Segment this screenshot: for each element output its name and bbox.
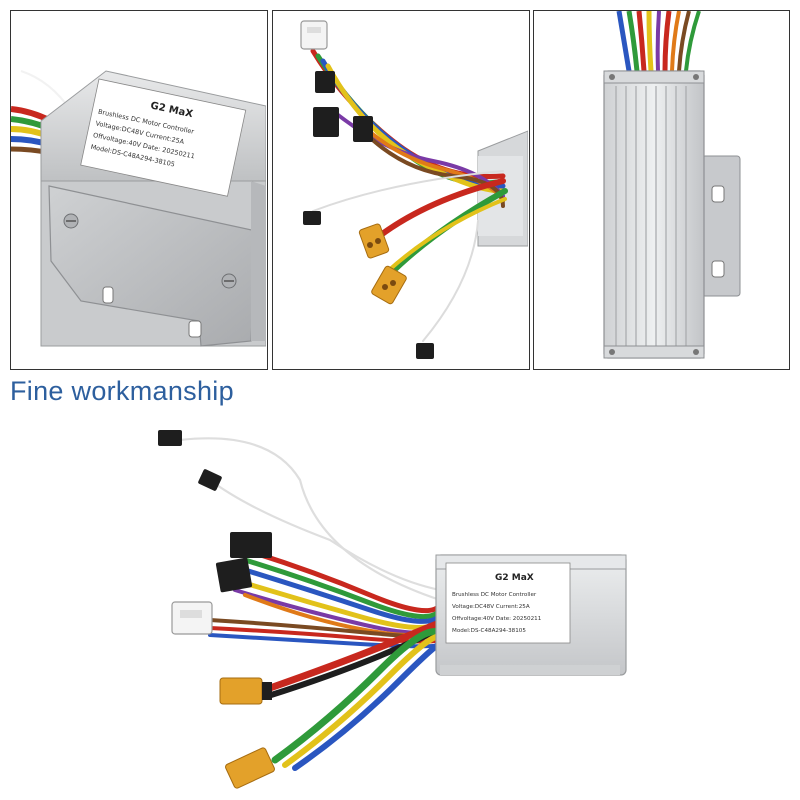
connectors-panel <box>272 10 530 370</box>
heatsink-body <box>603 70 705 359</box>
black-connector <box>215 557 253 593</box>
yellow-xt-connector <box>219 677 272 705</box>
heatsink-photo <box>603 11 741 359</box>
main-product-photo: G2 MaX Brushless DC Motor Controller Vol… <box>150 420 640 795</box>
black-connector <box>315 71 335 93</box>
yellow-xt-connector <box>371 265 407 305</box>
mounting-plate <box>701 155 741 297</box>
screw-icon <box>693 74 699 80</box>
white-connector <box>171 601 213 635</box>
label-line-3: Offvoltage:40V Date: 20250211 <box>452 616 542 622</box>
mount-slot <box>102 286 114 304</box>
screw-icon <box>693 349 699 355</box>
connectors-photo <box>300 20 528 359</box>
product-label: G2 MaX Brushless DC Motor Controller Vol… <box>80 78 247 197</box>
heatsink-panel <box>533 10 790 370</box>
label-title: G2 MaX <box>495 573 534 583</box>
wire-bundle <box>616 11 701 72</box>
headline: Fine workmanship <box>10 376 234 406</box>
black-connector <box>230 532 272 558</box>
small-black-connector <box>198 469 222 491</box>
signal-wires <box>179 437 441 602</box>
small-black-connector <box>303 211 321 225</box>
label-line-2: Voltage:DC48V Current:25A <box>452 604 530 610</box>
label-line-4: Model:DS-C48A294-38105 <box>452 628 526 634</box>
screw-icon <box>609 349 615 355</box>
wire-bundle <box>310 48 508 342</box>
screw-icon <box>609 74 615 80</box>
controller-with-wires: G2 MaX Brushless DC Motor Controller Vol… <box>158 430 627 789</box>
small-black-connector <box>416 343 434 359</box>
black-connector <box>313 107 339 137</box>
product-label: G2 MaX Brushless DC Motor Controller Vol… <box>445 562 571 644</box>
mount-slot <box>188 320 202 338</box>
label-closeup-panel: G2 MaX Brushless DC Motor Controller Vol… <box>10 10 268 370</box>
label-line-1: Brushless DC Motor Controller <box>452 592 537 598</box>
yellow-xt-connector <box>225 747 275 789</box>
black-connector <box>353 116 373 142</box>
white-connector <box>300 20 328 50</box>
wire-bundle <box>208 547 456 771</box>
small-black-connector <box>158 430 182 446</box>
label-closeup-photo: G2 MaX Brushless DC Motor Controller Vol… <box>11 70 266 347</box>
yellow-xt-connector <box>358 223 390 259</box>
heatsink-fins <box>615 86 687 346</box>
